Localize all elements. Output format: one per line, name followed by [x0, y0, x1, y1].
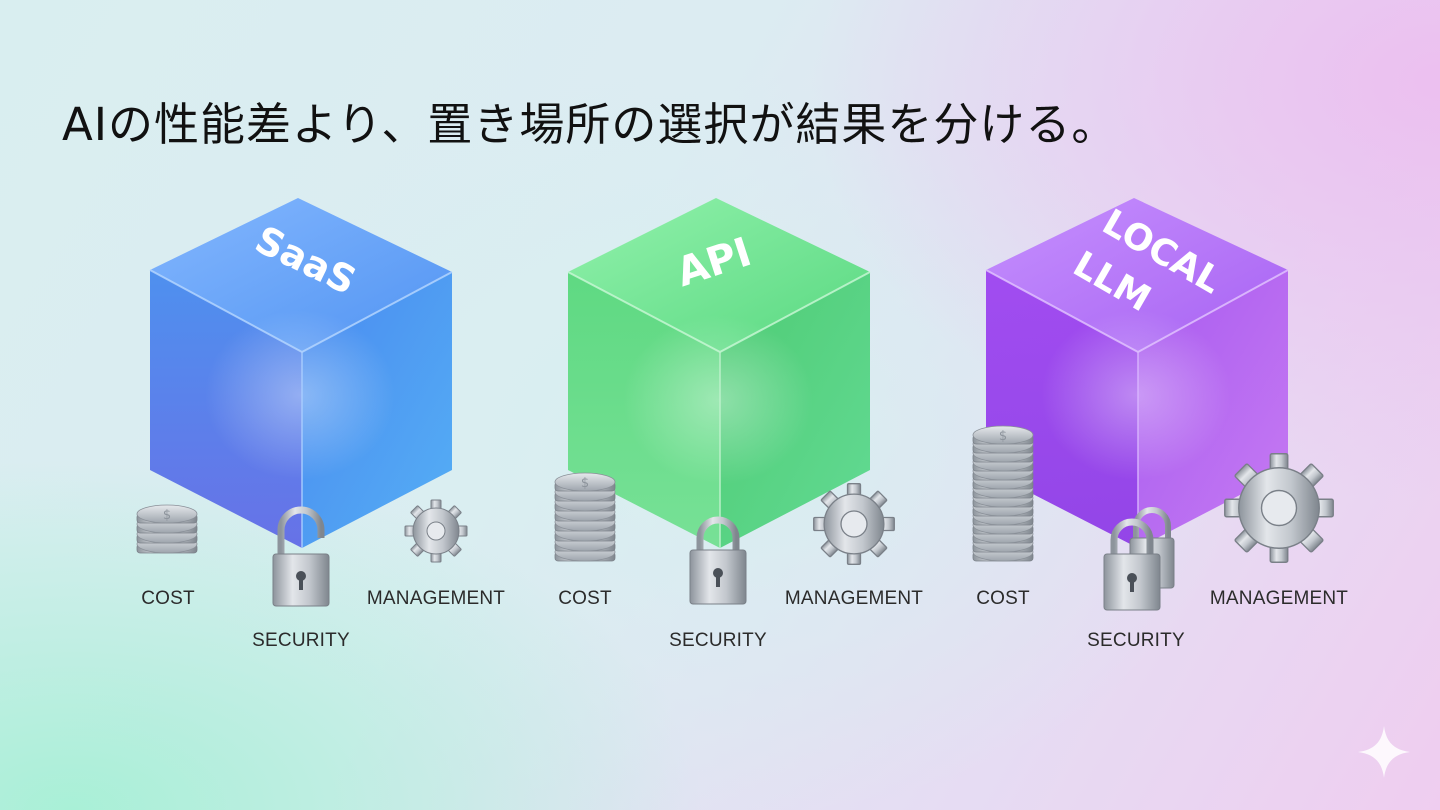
coin-stack-icon: $	[972, 425, 1034, 562]
coin-stack-icon: $	[554, 472, 616, 562]
caption-security-local-llm: SECURITY	[1087, 630, 1185, 651]
caption-management-saas: MANAGEMENT	[366, 588, 506, 609]
cube-saas: SaaS	[149, 198, 453, 548]
padlock-icon	[272, 506, 330, 607]
caption-management-local-llm: MANAGEMENT	[1209, 588, 1349, 609]
padlock-icon	[1103, 518, 1161, 611]
gear-icon	[813, 483, 895, 565]
svg-text:$: $	[999, 429, 1007, 444]
svg-text:$: $	[581, 476, 589, 491]
sparkle-icon	[1358, 726, 1410, 778]
caption-cost-saas: COST	[141, 588, 195, 609]
svg-text:$: $	[163, 508, 171, 523]
caption-cost-local-llm: COST	[976, 588, 1030, 609]
padlock-icon	[689, 516, 747, 605]
caption-management-api: MANAGEMENT	[784, 588, 924, 609]
caption-cost-api: COST	[558, 588, 612, 609]
gear-icon	[1224, 453, 1334, 563]
coin-stack-icon: $	[136, 504, 198, 554]
headline: AIの性能差より、置き場所の選択が結果を分ける。	[62, 98, 1118, 151]
caption-security-saas: SECURITY	[252, 630, 350, 651]
gear-icon	[404, 499, 468, 563]
caption-security-api: SECURITY	[669, 630, 767, 651]
